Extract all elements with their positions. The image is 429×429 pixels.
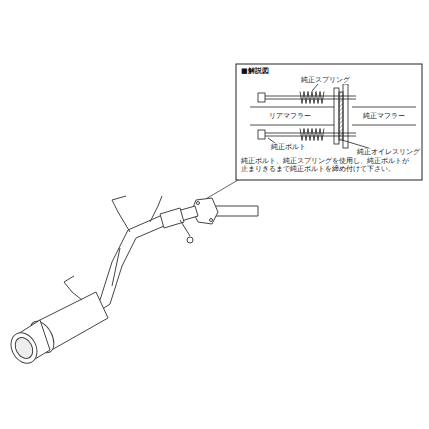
part-label: 純正マフラー [362, 112, 406, 120]
spring [300, 129, 324, 141]
exhaust-system [6, 196, 258, 368]
part-label: リアマフラー [268, 112, 312, 120]
inset-frame [236, 64, 422, 180]
spring [300, 92, 324, 104]
inset-leader [204, 180, 238, 200]
part-label: 純正ボルト [270, 143, 307, 151]
inset-detail [250, 84, 416, 150]
inset-heading: ■解説図 [240, 67, 270, 75]
part-label: 純正スプリング [300, 76, 351, 84]
part-label: 純正オイレスリング [356, 148, 421, 156]
note-text: 純正ボルト、純正スプリングを使用し、純正ボルトが止まりきるまで純正ボルトを締め付… [240, 157, 414, 174]
